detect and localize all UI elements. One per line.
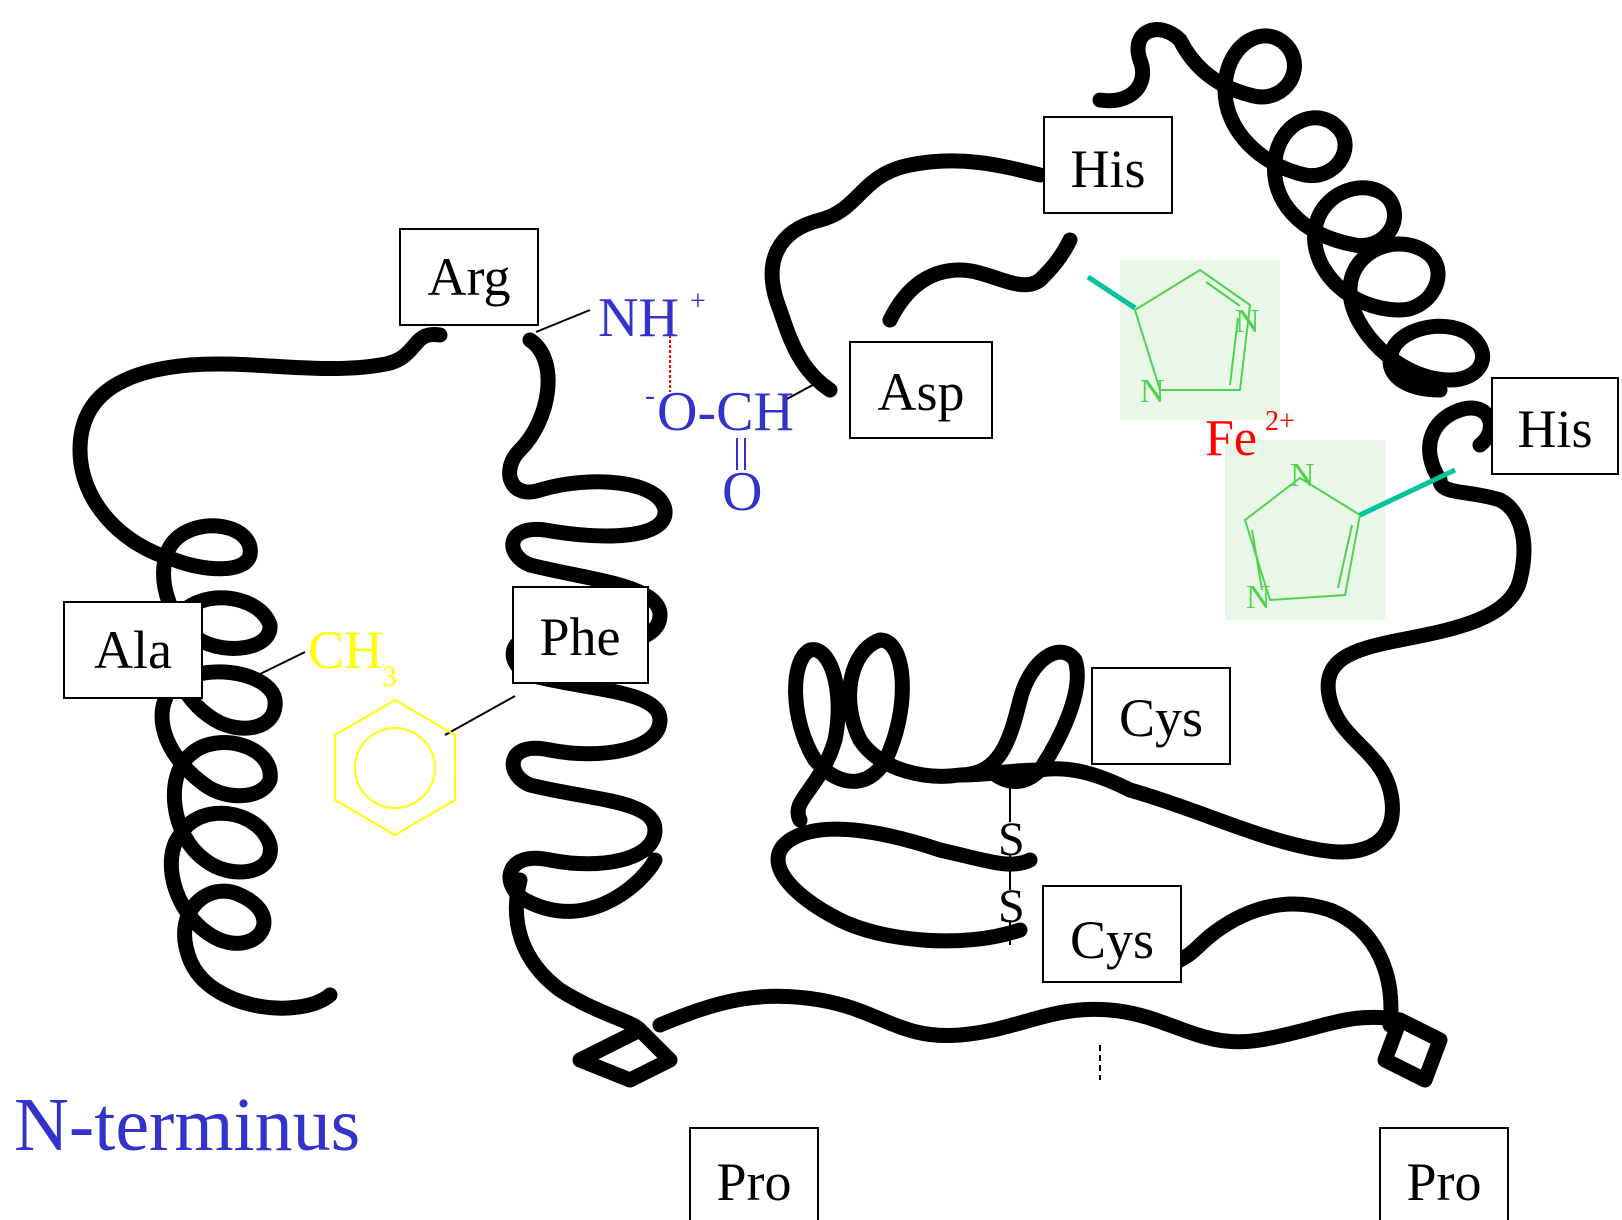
imidazole-right-double2 [1337, 524, 1353, 589]
left-helix [72, 326, 448, 1016]
label-ala-text: Ala [94, 620, 172, 680]
imidazole-top-double [1205, 281, 1241, 307]
label-pro-right: Pro [1379, 1127, 1509, 1220]
sulfur-lower: S [998, 880, 1025, 933]
imidazole-right-n1: N [1290, 457, 1315, 494]
label-his-top-text: His [1070, 139, 1145, 199]
label-asp: Asp [849, 341, 993, 439]
nh-charge: + [690, 286, 706, 317]
fe-symbol: Fe [1205, 410, 1257, 467]
label-his-right: His [1491, 377, 1619, 475]
phenyl-hexagon [334, 698, 456, 837]
salt-bridge: NH + - O-CH O [598, 286, 794, 523]
asp-link [784, 379, 823, 401]
imidazole-top: N N [1086, 260, 1280, 420]
label-pro-left: Pro [689, 1127, 819, 1220]
arg-link [535, 309, 591, 333]
label-pro-right-text: Pro [1406, 1152, 1481, 1212]
label-phe: Phe [512, 586, 649, 684]
label-pro-left-text: Pro [716, 1152, 791, 1212]
n-terminus-n: N [14, 1083, 69, 1167]
n-terminus-label: N-terminus [14, 1083, 360, 1167]
label-arg-text: Arg [427, 247, 510, 307]
pro-right-kink [1377, 1012, 1448, 1088]
label-asp-text: Asp [877, 362, 964, 422]
polypeptide-backbone [72, 22, 1532, 1088]
label-arg: Arg [399, 228, 539, 326]
label-cys-bottom: Cys [1042, 885, 1182, 983]
imidazole-top-ring [1133, 268, 1252, 391]
imidazole-right-n2: N [1246, 579, 1271, 616]
imidazole-top-n2: N [1140, 373, 1165, 410]
n-terminus-rest: -terminus [69, 1083, 360, 1167]
label-his-right-text: His [1517, 399, 1592, 459]
disulfide: S S [998, 813, 1025, 933]
carboxylate-group: O-CH [657, 381, 794, 443]
o-charge: - [645, 379, 655, 412]
label-cys-top: Cys [1091, 667, 1231, 765]
methyl-group: CH 3 [308, 620, 397, 693]
iron-ion: Fe 2+ [1205, 406, 1295, 467]
upper-right-helix [1092, 22, 1498, 488]
his-top-fe-bond [1086, 274, 1137, 311]
sulfur-upper: S [998, 813, 1025, 866]
ch3-text: CH [308, 620, 383, 680]
his-right-fe-bond [1358, 467, 1457, 518]
residue-labels: Arg Ala Phe His Asp His Cys Cys [63, 116, 1619, 1220]
label-cys-top-text: Cys [1119, 688, 1203, 748]
bottom-backbone [652, 988, 1408, 1050]
ala-link [257, 651, 306, 676]
imidazole-right-highlight [1225, 440, 1385, 620]
label-cys-bottom-text: Cys [1070, 910, 1154, 970]
middle-helix [502, 332, 673, 1038]
imidazole-right-ring [1243, 476, 1362, 602]
imidazole-right: N N [1225, 440, 1457, 620]
phenyl-ring [334, 698, 456, 837]
fe-charge: 2+ [1265, 406, 1295, 437]
ch3-subscript: 3 [382, 660, 397, 693]
imidazole-top-n1: N [1235, 303, 1260, 340]
right-loop [1122, 472, 1532, 860]
imidazole-right-double [1251, 529, 1263, 591]
connector-lines [257, 309, 1101, 1080]
carbonyl-oxygen: O [722, 461, 762, 523]
phenyl-aromatic-circle [354, 727, 436, 809]
n-terminus-text: N-terminus [14, 1083, 360, 1167]
label-phe-text: Phe [540, 607, 621, 667]
imidazole-top-double2 [1229, 317, 1239, 386]
nh-group: NH [598, 287, 679, 349]
pro-left-kink [572, 1022, 678, 1088]
cys-loop-upper [788, 632, 1138, 828]
label-ala: Ala [63, 601, 203, 699]
label-his-top: His [1043, 116, 1173, 214]
his-top-loop [764, 153, 1078, 398]
imidazole-top-highlight [1120, 260, 1280, 420]
phe-link [444, 695, 516, 736]
